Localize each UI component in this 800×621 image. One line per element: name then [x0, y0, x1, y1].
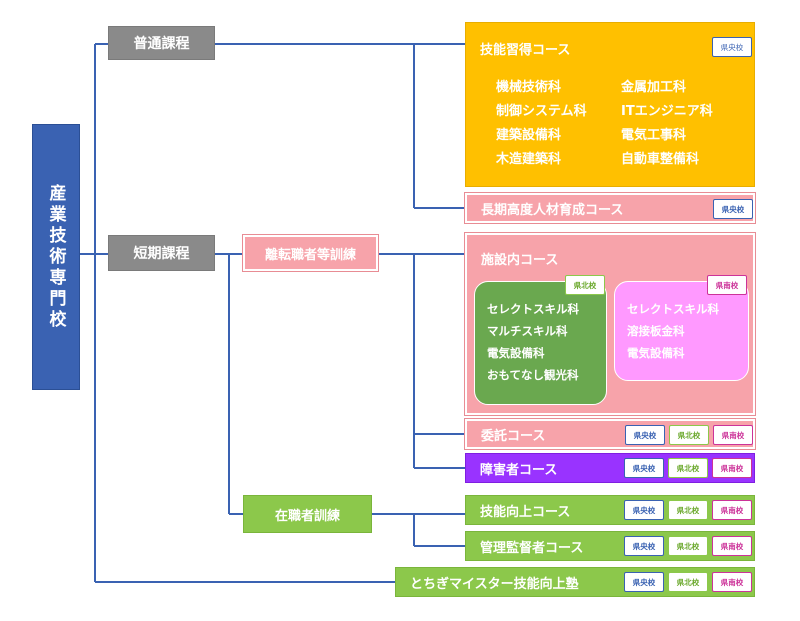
badge-north: 県北校 — [669, 425, 709, 445]
badge-central: 県央校 — [624, 458, 664, 478]
badge-north: 県北校 — [668, 458, 708, 478]
course-shisetsunai: 施設内コース セレクトスキル科 マルチスキル科 電気設備科 おもてなし観光科 県… — [465, 233, 755, 415]
subject-item: 溶接板金科 — [627, 324, 685, 338]
dept-item: ITエンジニア科 — [621, 104, 713, 119]
course-ginou-shuutoku: 技能習得コース 県央校 機械技術科 制御システム科 建築設備科 木造建築科 金属… — [465, 22, 755, 187]
course-ginou-list-col1: 機械技術科 制御システム科 建築設備科 木造建築科 — [496, 76, 587, 172]
badge-north: 県北校 — [668, 500, 708, 520]
badge-south: 県南校 — [712, 572, 752, 592]
badge-north: 県北校 — [668, 536, 708, 556]
badge-south: 県南校 — [712, 536, 752, 556]
course-ginou-shuutoku-title: 技能習得コース — [480, 43, 571, 58]
subject-item: 電気設備科 — [627, 346, 685, 360]
subbox-north: セレクトスキル科 マルチスキル科 電気設備科 おもてなし観光科 — [474, 281, 607, 405]
category-tanki: 短期課程 — [108, 235, 215, 271]
badge-north: 県北校 — [565, 275, 605, 295]
badge-north: 県北校 — [668, 572, 708, 592]
category-futsu: 普通課程 — [108, 26, 215, 60]
training-zaishoku-label: 在職者訓練 — [274, 508, 340, 524]
subject-item: 電気設備科 — [487, 346, 545, 360]
course-chouki: 長期高度人材育成コース 県央校 — [465, 193, 755, 223]
dept-item: 制御システム科 — [496, 104, 587, 119]
subject-item: マルチスキル科 — [487, 324, 568, 338]
category-futsu-label: 普通課程 — [133, 36, 190, 52]
subject-item: セレクトスキル科 — [487, 302, 579, 316]
course-meister-title: とちぎマイスター技能向上塾 — [410, 576, 579, 592]
badge-central: 県央校 — [624, 572, 664, 592]
dept-item: 建築設備科 — [496, 128, 562, 143]
course-kanri-title: 管理監督者コース — [480, 540, 584, 556]
badge-central: 県央校 — [712, 37, 752, 57]
course-chouki-title: 長期高度人材育成コース — [481, 202, 624, 218]
badge-south: 県南校 — [712, 458, 752, 478]
root-label: 産業技術専門校 — [45, 183, 66, 331]
training-riten: 離転職者等訓練 — [243, 235, 378, 271]
dept-item: 電気工事科 — [621, 128, 687, 143]
dept-item: 機械技術科 — [496, 80, 562, 95]
dept-item: 自動車整備科 — [621, 152, 700, 167]
course-shisetsunai-title: 施設内コース — [481, 253, 559, 268]
badge-south: 県南校 — [712, 500, 752, 520]
subject-item: おもてなし観光科 — [487, 368, 579, 382]
badge-central: 県央校 — [625, 425, 665, 445]
course-ginou-list-col2: 金属加工科 ITエンジニア科 電気工事科 自動車整備科 — [621, 76, 713, 172]
root-school-box: 産業技術専門校 — [32, 124, 80, 390]
badge-south: 県南校 — [707, 275, 747, 295]
course-shougaisha-title: 障害者コース — [480, 462, 558, 478]
training-zaishoku: 在職者訓練 — [243, 495, 372, 533]
course-ginou-koujou: 技能向上コース 県央校 県北校 県南校 — [465, 495, 755, 525]
badge-central: 県央校 — [713, 199, 753, 219]
subbox-south: セレクトスキル科 溶接板金科 電気設備科 — [614, 281, 749, 381]
course-itaku-title: 委託コース — [481, 428, 546, 444]
badge-central: 県央校 — [624, 500, 664, 520]
badge-south: 県南校 — [713, 425, 753, 445]
course-shougaisha: 障害者コース 県央校 県北校 県南校 — [465, 453, 755, 483]
course-ginou-koujou-title: 技能向上コース — [480, 504, 571, 520]
course-itaku: 委託コース 県央校 県北校 県南校 — [465, 419, 755, 449]
training-riten-label: 離転職者等訓練 — [264, 247, 356, 263]
category-tanki-label: 短期課程 — [133, 246, 190, 262]
dept-item: 木造建築科 — [496, 152, 562, 167]
course-meister: とちぎマイスター技能向上塾 県央校 県北校 県南校 — [395, 567, 755, 597]
badge-central: 県央校 — [624, 536, 664, 556]
subject-item: セレクトスキル科 — [627, 302, 719, 316]
course-kanri: 管理監督者コース 県央校 県北校 県南校 — [465, 531, 755, 561]
dept-item: 金属加工科 — [621, 80, 687, 95]
